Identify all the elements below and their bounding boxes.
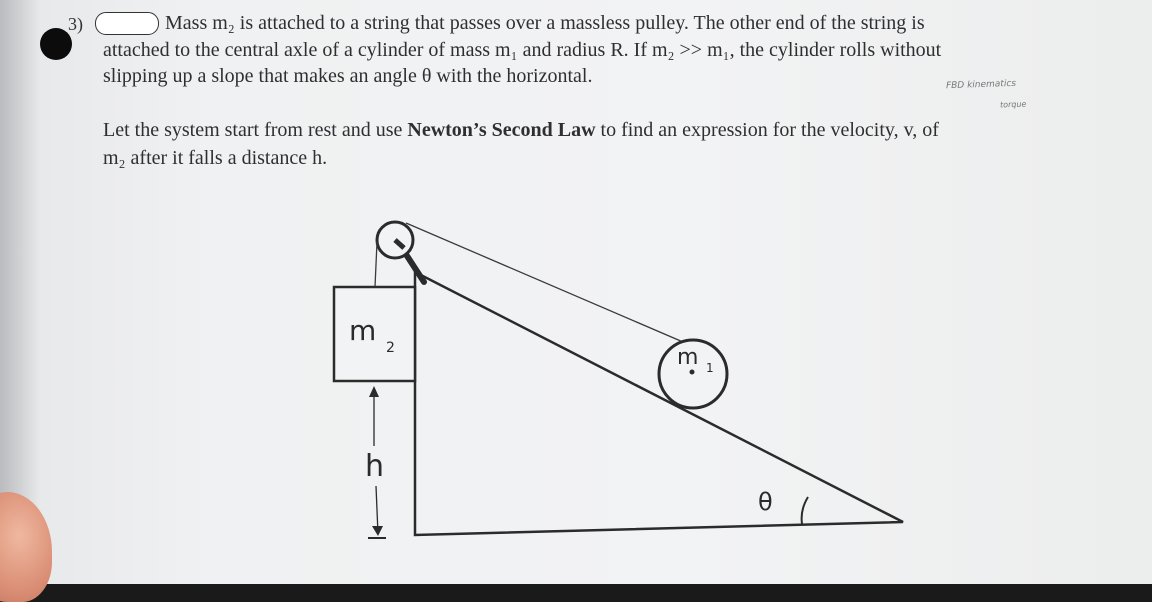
pulley-axle (393, 238, 406, 250)
block-m2 (332, 285, 417, 383)
string-vertical (374, 241, 378, 288)
cylinder-axle (689, 369, 695, 375)
problem-line-5: m₂ after it falls a distance h. (103, 147, 328, 169)
cylinder-label: m (677, 345, 698, 370)
redaction-mark (95, 12, 159, 35)
line4-part-b: to find an expression for the velocity, … (595, 119, 939, 141)
problem-line-1: Mass m₂ is attached to a string that pas… (165, 12, 925, 34)
page-shadow (0, 0, 40, 584)
problem-line-2: attached to the central axle of a cylind… (103, 39, 942, 61)
problem-line-3: slipping up a slope that makes an angle … (103, 65, 593, 87)
block-label-sub: 2 (386, 340, 395, 356)
angle-label: θ (758, 488, 773, 516)
h-arrowhead-down (372, 526, 383, 536)
problem-line-4: Let the system start from rest and use N… (103, 118, 939, 142)
cylinder-label-sub: 1 (706, 361, 714, 375)
h-arrowhead-up (369, 386, 379, 397)
binder-hole (40, 28, 72, 60)
string-incline (405, 222, 698, 349)
angle-arc (800, 496, 809, 525)
physics-diagram: m 2 m 1 h θ (332, 220, 904, 539)
incline-triangle (413, 269, 904, 537)
line4-part-a: Let the system start from rest and use (103, 119, 408, 141)
question-number: 3) (68, 14, 83, 34)
block-label: m (349, 314, 376, 347)
distance-label: h (365, 449, 384, 484)
line4-bold: Newton’s Second Law (407, 119, 596, 141)
